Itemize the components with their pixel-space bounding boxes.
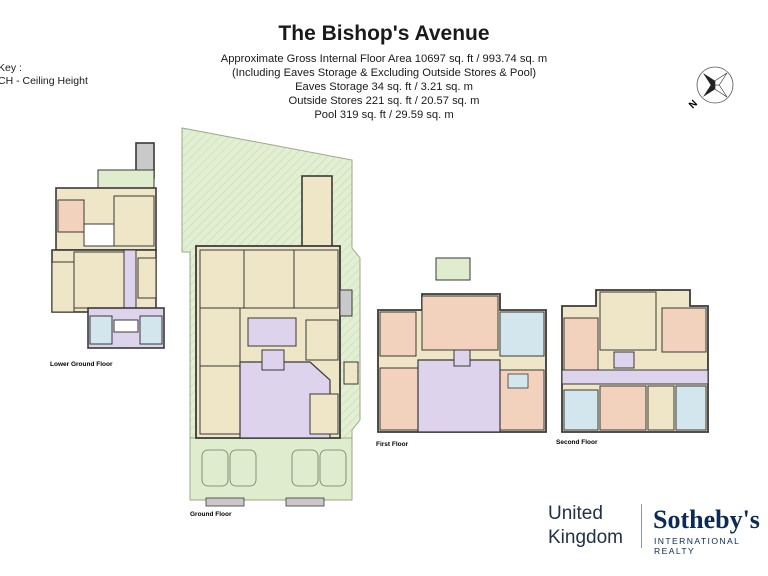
second-floor-label: Second Floor <box>556 439 598 446</box>
page-title: The Bishop's Avenue <box>278 22 490 45</box>
brand-region-line1: United <box>548 503 603 524</box>
first-floor-plan <box>377 257 547 433</box>
brand-divider <box>641 504 642 548</box>
second-floor-plan <box>561 289 709 433</box>
brand-region-line2: Kingdom <box>548 527 623 548</box>
lower-ground-floor-label: Lower Ground Floor <box>50 361 113 368</box>
first-floor-label: First Floor <box>376 441 409 448</box>
gross-area-line: Approximate Gross Internal Floor Area 10… <box>220 53 548 65</box>
outside-stores-line: Outside Stores 221 sq. ft / 20.57 sq. m <box>288 95 480 107</box>
eaves-storage-line: Eaves Storage 34 sq. ft / 3.21 sq. m <box>295 81 473 93</box>
brand-region-text: United Kingdom <box>548 502 632 550</box>
brand-logo-name: Sotheby's <box>653 505 760 534</box>
key-ceiling-height: CH - Ceiling Height <box>0 75 88 87</box>
brand-logo-tagline: INTERNATIONAL REALTY <box>654 536 741 556</box>
legend-key: Key : CH - Ceiling Height <box>0 62 88 88</box>
north-label: N <box>687 98 700 111</box>
key-heading: Key : <box>0 62 22 74</box>
ground-floor-plan <box>181 127 361 507</box>
area-note-line: (Including Eaves Storage & Excluding Out… <box>231 67 537 79</box>
lower-ground-floor-plan <box>51 142 165 349</box>
ground-floor-label: Ground Floor <box>190 511 232 518</box>
pool-line: Pool 319 sq. ft / 29.59 sq. m <box>314 109 454 121</box>
compass-rose-icon <box>696 66 734 104</box>
